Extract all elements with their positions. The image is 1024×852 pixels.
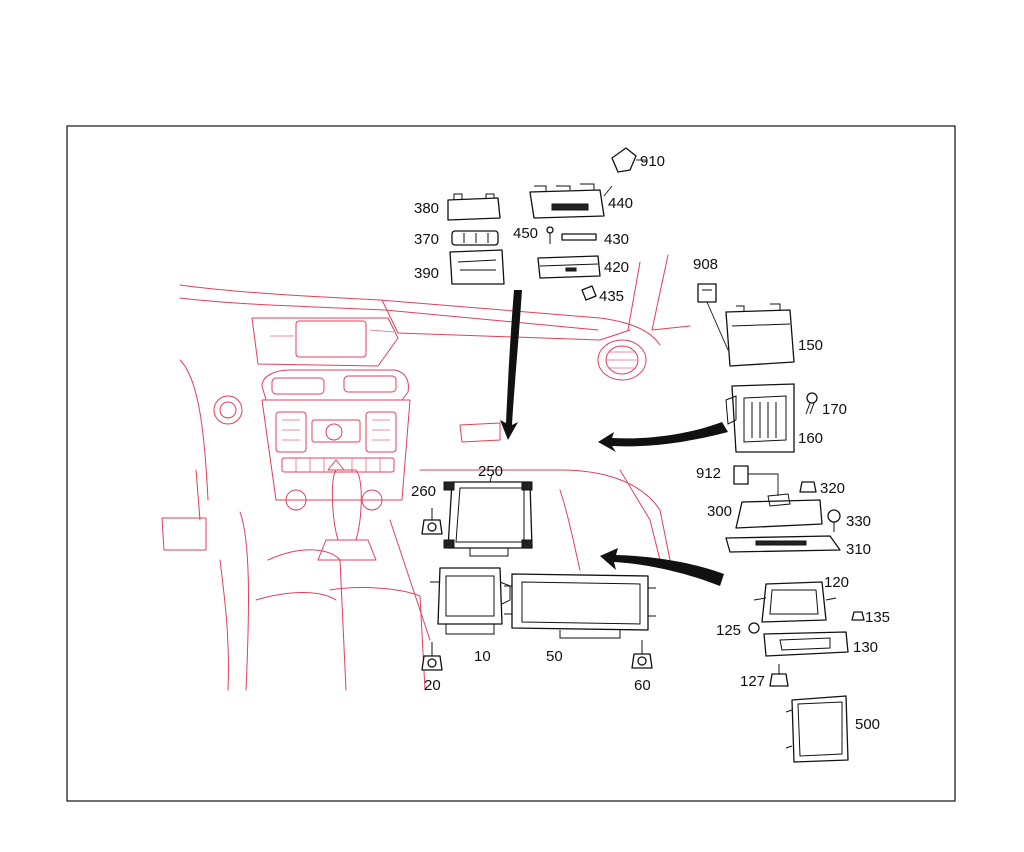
callout-420: 420 [604,259,629,276]
part-500: 500 [785,695,880,763]
part-60: 60 [631,640,653,694]
assembly-arrows [500,290,728,586]
part-120: 120 [753,574,849,623]
part-420: 420 [537,255,629,279]
callout-440: 440 [608,195,633,212]
part-435: 435 [581,285,624,305]
callout-50: 50 [546,648,563,665]
callout-310: 310 [846,541,871,558]
callout-170: 170 [822,401,847,418]
callout-120: 120 [824,574,849,591]
diagram-frame [66,125,956,802]
callout-330: 330 [846,513,871,530]
part-450: 450 [513,225,554,244]
vehicle-dashboard-outline [161,254,691,691]
part-370: 370 [414,230,499,248]
part-20: 20 [421,642,443,694]
callout-150: 150 [798,337,823,354]
part-150: 150 [725,303,823,367]
callout-130: 130 [853,639,878,656]
part-908: 908 [693,256,729,351]
callout-60: 60 [634,677,651,694]
callout-320: 320 [820,480,845,497]
part-160: 160 [725,383,823,453]
callout-125: 125 [716,622,741,639]
part-127: 127 [740,664,789,690]
callout-908: 908 [693,256,718,273]
callout-260: 260 [411,483,436,500]
part-380: 380 [414,193,501,221]
part-390: 390 [414,249,505,285]
part-300: 300 [707,493,823,529]
part-125: 125 [716,622,760,639]
callout-380: 380 [414,200,439,217]
part-50: 50 [504,573,656,665]
part-310: 310 [725,535,871,558]
callout-430: 430 [604,231,629,248]
callout-20: 20 [424,677,441,694]
callout-300: 300 [707,503,732,520]
callout-160: 160 [798,430,823,447]
callout-500: 500 [855,716,880,733]
part-910: 910 [611,147,665,173]
part-260: 260 [411,483,443,535]
callout-912: 912 [696,465,721,482]
callout-250: 250 [478,463,503,480]
part-330: 330 [827,509,871,532]
callout-910: 910 [640,153,665,170]
callout-10: 10 [474,648,491,665]
callout-450: 450 [513,225,538,242]
part-10: 10 [430,567,511,665]
callout-370: 370 [414,231,439,248]
part-250: 250 [443,463,533,557]
part-430: 430 [561,231,629,248]
callout-135: 135 [865,609,890,626]
part-130: 130 [763,631,878,657]
callout-390: 390 [414,265,439,282]
callout-127: 127 [740,673,765,690]
part-135: 135 [851,609,890,626]
part-170: 170 [805,392,847,418]
part-320: 320 [799,480,845,497]
part-912: 912 [696,465,779,496]
callout-435: 435 [599,288,624,305]
part-440: 440 [529,183,633,219]
